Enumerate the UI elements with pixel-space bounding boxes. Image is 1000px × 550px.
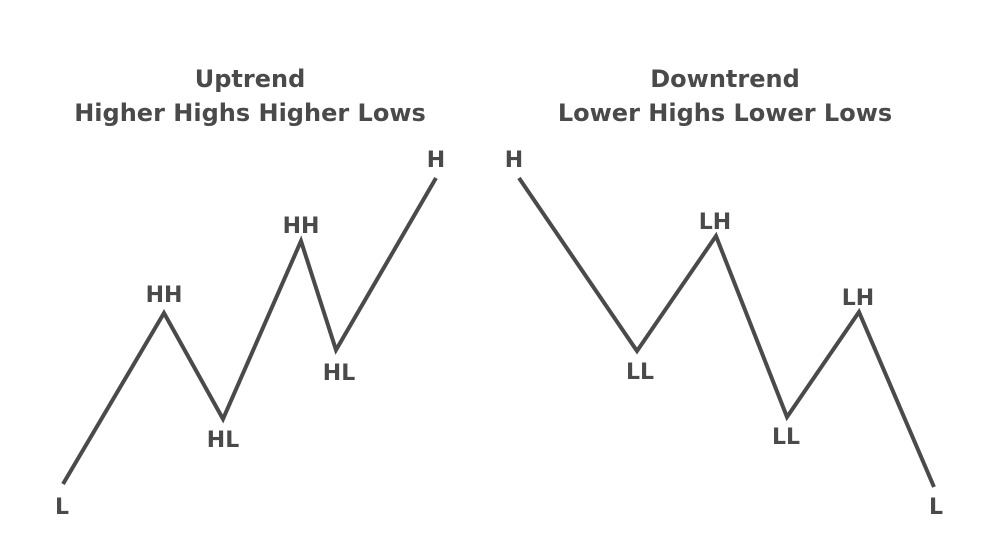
downtrend-subtitle: Lower Highs Lower Lows bbox=[557, 99, 893, 127]
uptrend-label-higher-high-2: HH bbox=[283, 214, 320, 239]
uptrend-label-higher-high-1: HH bbox=[146, 283, 183, 308]
uptrend-title: Uptrend bbox=[194, 65, 306, 93]
downtrend-line bbox=[517, 176, 936, 488]
downtrend-label-lower-high-2: LH bbox=[842, 286, 874, 311]
downtrend-label-lower-low-2: LL bbox=[772, 425, 800, 450]
uptrend-label-higher-low-2: HL bbox=[323, 361, 355, 386]
uptrend-label-higher-low-1: HL bbox=[207, 428, 239, 453]
uptrend-subtitle: Higher Highs Higher Lows bbox=[74, 99, 426, 127]
uptrend-line bbox=[61, 176, 438, 486]
downtrend-label-low-end: L bbox=[929, 495, 943, 520]
uptrend-label-high-end: H bbox=[427, 148, 445, 173]
uptrend-label-low-start: L bbox=[55, 495, 69, 520]
uptrend-heading: Uptrend Higher Highs Higher Lows bbox=[0, 62, 500, 130]
downtrend-label-lower-high-1: LH bbox=[699, 210, 731, 235]
downtrend-heading: Downtrend Lower Highs Lower Lows bbox=[475, 62, 975, 130]
downtrend-label-high-start: H bbox=[505, 148, 523, 173]
downtrend-title: Downtrend bbox=[650, 65, 800, 93]
downtrend-label-lower-low-1: LL bbox=[626, 360, 654, 385]
